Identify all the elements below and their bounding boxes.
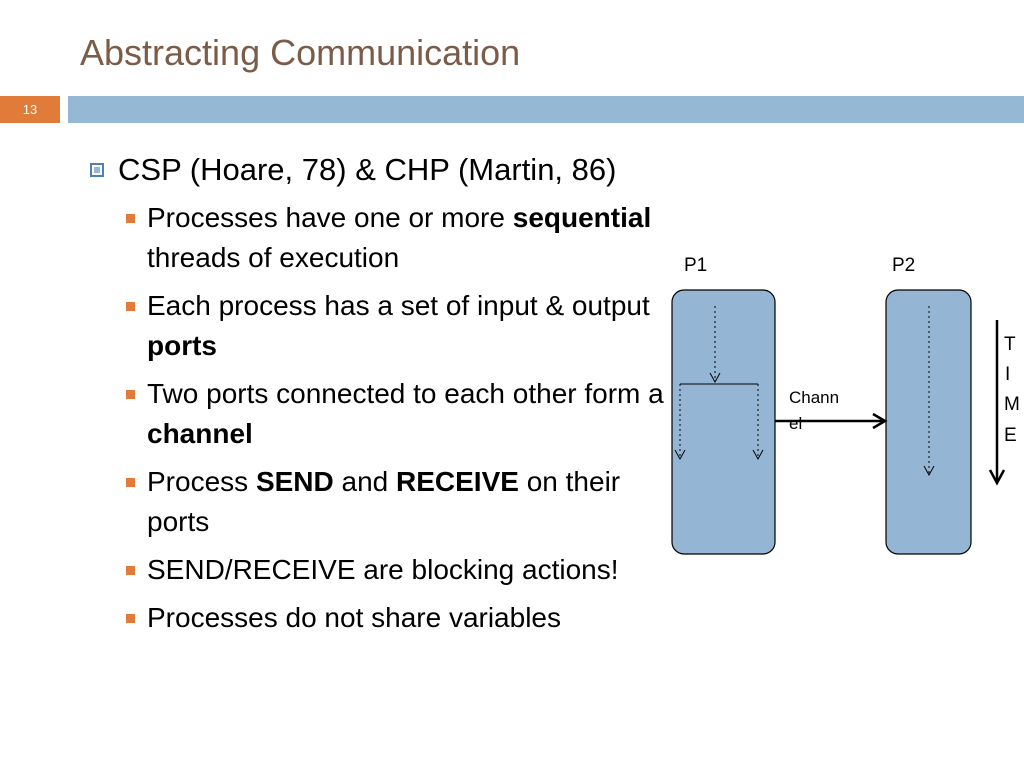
text-run: SEND/RECEIVE are blocking actions! [147, 554, 619, 585]
square-bullet-icon [90, 163, 104, 177]
p2-thread-arrowhead [923, 465, 935, 477]
square-bullet-icon [126, 566, 135, 575]
process-p1-box [671, 289, 776, 555]
bold-term: SEND [255, 466, 334, 497]
text-run: Processes do not share variables [147, 602, 561, 633]
p2-label: P2 [892, 255, 915, 276]
time-letter-e: E [1004, 425, 1017, 446]
channel-diagram: P1 P2 Chann el T I M E [671, 255, 1020, 555]
channel-label-line1: Chann [789, 388, 839, 407]
p1-branch-left-arrowhead [674, 449, 686, 461]
sub-bullet-text: Processes have one or more sequential th… [147, 198, 668, 278]
time-letter-i: I [1005, 364, 1010, 385]
text-run: on their ports [147, 466, 621, 537]
square-bullet-icon [126, 214, 135, 223]
p1-label: P1 [684, 255, 707, 276]
bold-term: sequential [512, 202, 652, 233]
sub-bullet-text: Process SEND and RECEIVE on their ports [147, 462, 668, 542]
sub-bullet-item: Processes do not share variables [126, 598, 668, 638]
bold-term: RECEIVE [396, 466, 519, 497]
slide-content: CSP (Hoare, 78) & CHP (Martin, 86) Proce… [88, 150, 668, 646]
text-run: Each process has a set of input & output [147, 290, 650, 321]
channel-arrowhead [872, 412, 888, 430]
sub-bullet-item: SEND/RECEIVE are blocking actions! [126, 550, 668, 590]
text-run: Process [147, 466, 256, 497]
square-bullet-icon [126, 478, 135, 487]
slide-title: Abstracting Communication [80, 32, 521, 73]
sub-bullet-item: Processes have one or more sequential th… [126, 198, 668, 278]
sub-bullet-item: Each process has a set of input & output… [126, 286, 668, 366]
channel-label-line2: el [789, 414, 802, 433]
text-run: and [333, 466, 397, 497]
sub-bullet-text: SEND/RECEIVE are blocking actions! [147, 550, 619, 590]
bullet-level1-text: CSP (Hoare, 78) & CHP (Martin, 86) [118, 152, 617, 187]
p1-branch-right-arrowhead [752, 449, 764, 461]
time-letter-m: M [1004, 394, 1020, 415]
square-bullet-icon [126, 390, 135, 399]
bold-term: ports [147, 330, 217, 361]
sub-bullet-text: Each process has a set of input & output… [147, 286, 668, 366]
bullet-level1: CSP (Hoare, 78) & CHP (Martin, 86) [88, 150, 668, 190]
sub-bullet-text: Two ports connected to each other form a… [147, 374, 668, 454]
sub-bullet-text: Processes do not share variables [147, 598, 561, 638]
sub-bullet-item: Two ports connected to each other form a… [126, 374, 668, 454]
text-run: Two ports connected to each other form a [147, 378, 664, 409]
sub-bullet-list: Processes have one or more sequential th… [88, 198, 668, 638]
header-band [68, 96, 1024, 123]
square-bullet-icon [126, 614, 135, 623]
text-run: threads of execution [147, 242, 400, 273]
bold-term: channel [147, 418, 253, 449]
time-letter-t: T [1004, 334, 1016, 355]
sub-bullet-item: Process SEND and RECEIVE on their ports [126, 462, 668, 542]
time-arrowhead [988, 469, 1006, 486]
text-run: Processes have one or more [147, 202, 513, 233]
square-bullet-icon [126, 302, 135, 311]
slide-number: 13 [0, 96, 60, 123]
p1-thread-arrowhead [709, 372, 721, 384]
